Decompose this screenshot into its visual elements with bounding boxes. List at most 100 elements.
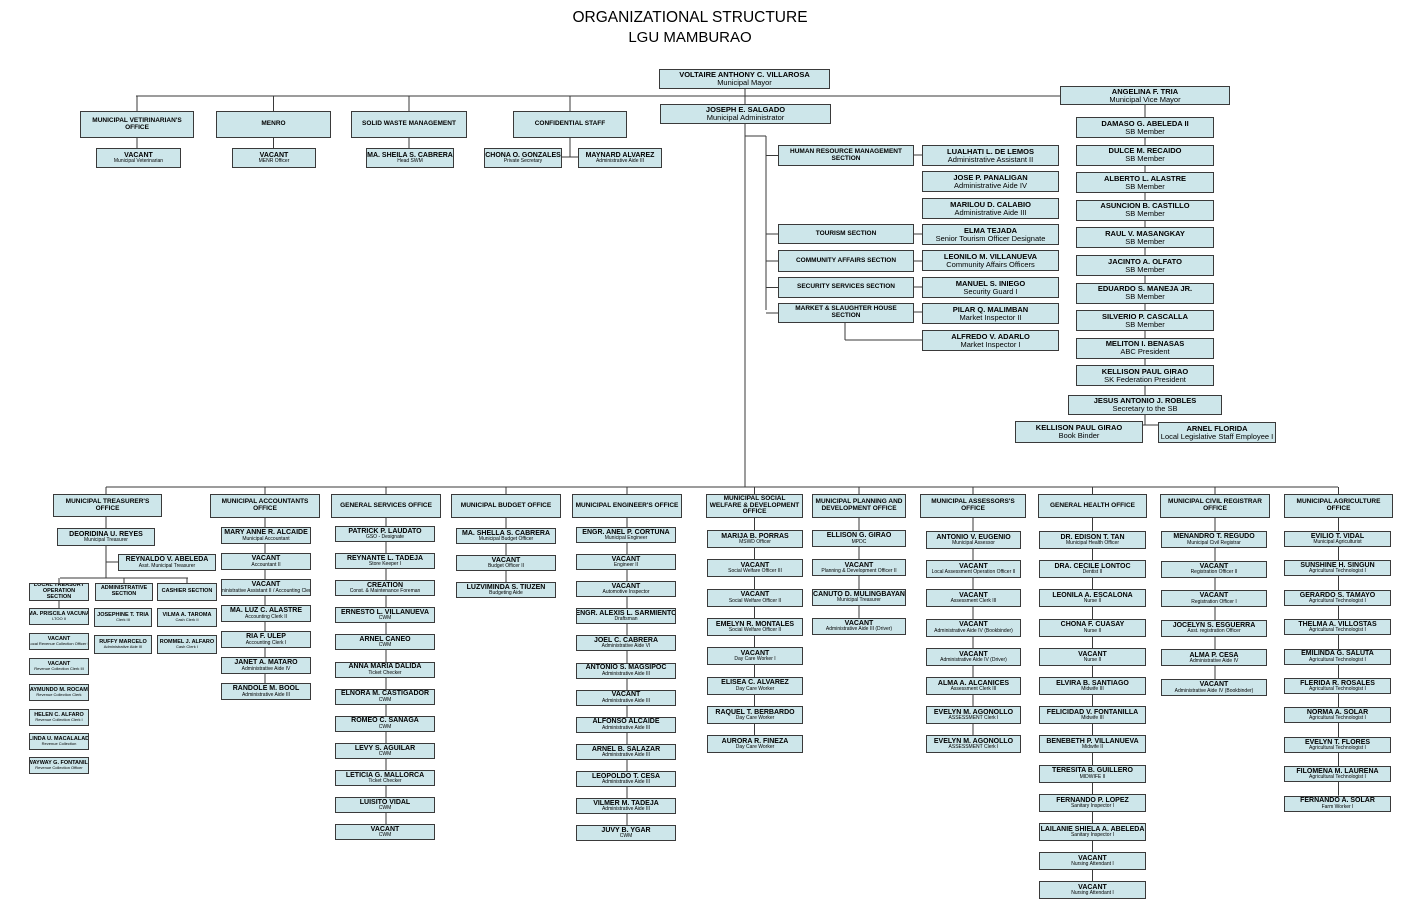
box-position: Revenue Collection xyxy=(41,741,77,747)
box-name: VACANT xyxy=(1199,562,1229,570)
box-position: Local Assessment Operation Officer II xyxy=(931,569,1016,576)
office-box-municipal-social-welfare-development-office: MUNICIPAL SOCIAL WELFARE & DEVELOPMENT O… xyxy=(706,494,803,518)
office-box-solid-waste-management: SOLID WASTE MANAGEMENT xyxy=(351,111,467,138)
box-position: ASSESSMENT Clerk I xyxy=(948,715,999,722)
box-name: JOSEPHINE T. TRIA xyxy=(97,611,149,618)
box-name: ROMMEL J. ALFARO xyxy=(159,638,215,645)
box-name: MARY ANNE R. ALCAIDE xyxy=(224,529,308,537)
box-name: VACANT xyxy=(251,581,281,589)
box-name: PILAR Q. MALIMBAN xyxy=(952,304,1029,314)
box-position: Midwife III xyxy=(1081,715,1104,722)
box-position: Farm Worker I xyxy=(1321,803,1354,810)
box-position: Agricultural Technologist I xyxy=(1309,627,1366,634)
box-position: Administrative Aide III xyxy=(601,778,651,785)
box-name: DAMASO G. ABELEDA II xyxy=(1101,118,1189,128)
box-position: Accounting Clerk II xyxy=(245,613,287,620)
box-name: VILMER M. TADEJA xyxy=(593,799,659,807)
box-position: Administrative Aide IV xyxy=(1189,657,1239,664)
box-name: ALMA A. ALCANICES xyxy=(937,679,1010,687)
staff-box-eduardo-s-maneja-jr: EDUARDO S. MANEJA JR.SB Member xyxy=(1076,282,1214,304)
box-position: Administrative Aide III xyxy=(601,806,651,813)
box-position: Midwife III xyxy=(1081,686,1104,693)
box-name: ALBERTO L. ALASTRE xyxy=(1103,173,1187,183)
box-name: LOCAL TREASURY OPERATION SECTION xyxy=(33,583,85,600)
box-position: Municipal Civil Registrar xyxy=(1187,539,1241,546)
box-name: VACANT xyxy=(844,561,874,569)
box-name: ELVIRA B. SANTIAGO xyxy=(1056,679,1129,687)
box-position: Day Care Worker xyxy=(735,714,775,721)
box-name: MA. LUZ C. ALASTRE xyxy=(229,607,303,615)
box-name: VACANT xyxy=(47,635,71,642)
box-name: FERNANDO P. LOPEZ xyxy=(1056,796,1129,804)
box-position: Const. & Maintenance Foreman xyxy=(349,588,421,595)
box-position: Administrative Aide III xyxy=(954,207,1027,217)
box-position: Agricultural Technologist I xyxy=(1309,744,1366,751)
box-name: VACANT xyxy=(1078,854,1107,862)
box-position: Social Welfare Officer II xyxy=(728,626,782,633)
box-position: CWM xyxy=(378,696,392,703)
section-box-security-services-section: SECURITY SERVICES SECTION xyxy=(778,277,914,298)
box-name: ENGR. ALEXIS L. SARMIENTO xyxy=(576,610,676,617)
box-position: Secretary to the SB xyxy=(1112,404,1178,413)
box-position: Administrative Aide III (Driver) xyxy=(825,626,893,633)
office-box-municipal-agriculture-office: MUNICIPAL AGRICULTURE OFFICE xyxy=(1284,494,1393,518)
box-position: Municipal Treasurer xyxy=(837,597,881,604)
box-name: ALFONSO ALCAIDE xyxy=(592,718,660,726)
box-name: HUMAN RESOURCE MANAGEMENT SECTION xyxy=(790,147,902,162)
box-name: MELITON I. BENASAS xyxy=(1105,339,1185,349)
box-name: MARKET & SLAUGHTER HOUSE SECTION xyxy=(795,305,897,319)
box-name: CANUTO D. MULINGBAYAN xyxy=(813,590,905,598)
box-position: Revenue Collection Clerk I xyxy=(35,717,83,723)
box-name: MA. SHELLA S. CABRERA xyxy=(461,529,551,537)
section-box-community-affairs-section: COMMUNITY AFFAIRS SECTION xyxy=(778,250,914,272)
box-position: Municipal Agriculturist xyxy=(1313,539,1362,546)
box-position: Nurse II xyxy=(1083,598,1102,605)
office-box-municipal-civil-registrar-office: MUNICIPAL CIVIL REGISTRAR OFFICE xyxy=(1160,494,1270,518)
box-position: SB Member xyxy=(1125,236,1165,246)
box-name: RANDOLE M. BOOL xyxy=(232,685,300,693)
box-position: Sanitary Inspector I xyxy=(1070,802,1115,809)
chart-title: ORGANIZATIONAL STRUCTURE xyxy=(572,9,808,26)
box-name: LETICIA G. MALLORCA xyxy=(345,771,425,779)
box-position: Assessment Clerk III xyxy=(950,598,997,605)
box-name: JOCELYN S. ESGUERRA xyxy=(1172,622,1256,629)
box-name: ALFREDO V. ADARLO xyxy=(951,331,1030,341)
box-name: JOSEPH E. SALGADO xyxy=(705,105,786,115)
box-position: Sanitary Inspector I xyxy=(1070,832,1115,839)
box-name: VACANT xyxy=(611,691,641,699)
